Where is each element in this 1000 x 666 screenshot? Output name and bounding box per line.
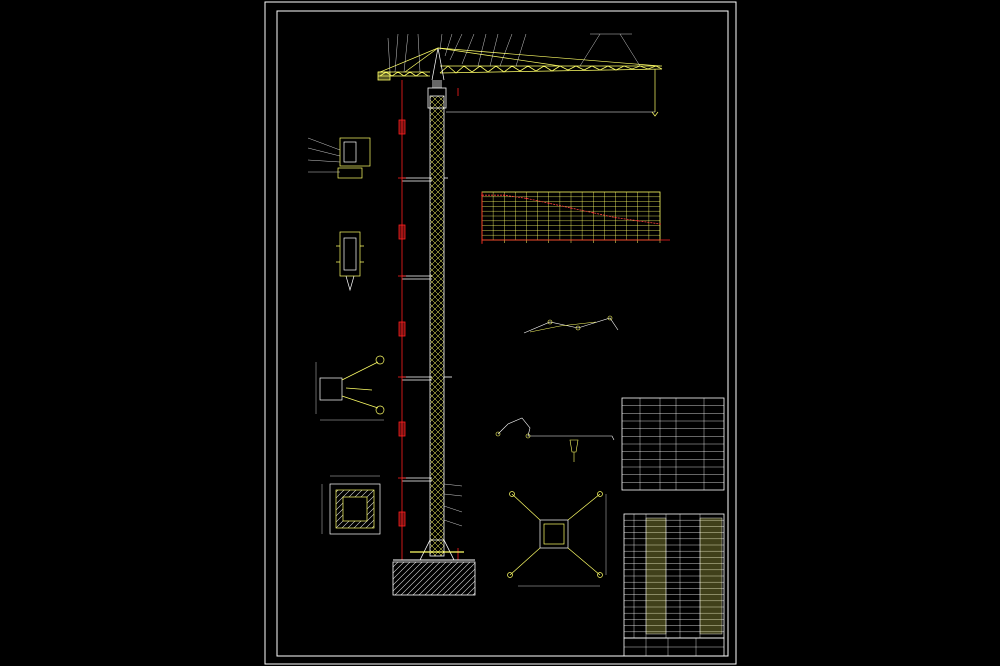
load-curve-point bbox=[503, 194, 506, 196]
detail-top-view bbox=[315, 355, 385, 421]
callout-leaders-top bbox=[387, 33, 641, 73]
outer-border bbox=[264, 1, 737, 665]
jib-deflection-curve bbox=[523, 315, 619, 334]
load-curve-point bbox=[614, 216, 617, 219]
detail-hook-view bbox=[336, 231, 364, 292]
tower-head bbox=[379, 47, 661, 81]
title-block bbox=[623, 637, 725, 657]
load-curve-point bbox=[592, 212, 595, 214]
parts-list bbox=[623, 513, 725, 639]
detail-base-view bbox=[321, 475, 381, 535]
mast bbox=[427, 80, 447, 557]
load-curve-point bbox=[547, 202, 550, 204]
load-chart-marks bbox=[481, 194, 661, 243]
callout-leaders-base bbox=[443, 483, 463, 527]
anchor-plan bbox=[507, 491, 607, 587]
load-curve-point bbox=[570, 207, 572, 209]
inner-border bbox=[276, 10, 729, 657]
load-curve-point bbox=[525, 197, 528, 200]
load-curve-point bbox=[659, 223, 661, 225]
foundation bbox=[392, 539, 476, 596]
parameter-table bbox=[621, 397, 725, 491]
load-curve-point bbox=[636, 220, 639, 222]
hook-line bbox=[446, 69, 659, 117]
moment-curve bbox=[495, 417, 615, 462]
tie-in-collars bbox=[402, 177, 452, 482]
counter-jib bbox=[377, 71, 430, 81]
tower-crane-elevation bbox=[377, 33, 663, 596]
detail-cab-view bbox=[307, 137, 371, 179]
load-chart-grid bbox=[482, 192, 660, 240]
load-chart bbox=[481, 191, 670, 244]
height-dimension bbox=[398, 80, 459, 560]
jib bbox=[439, 65, 663, 74]
